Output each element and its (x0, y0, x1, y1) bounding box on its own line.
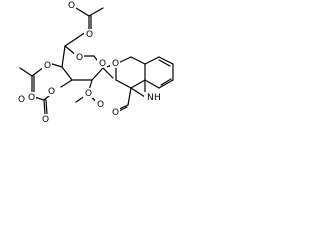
bond (127, 87, 132, 106)
atom-o-left-lower-carbonyl: O (48, 87, 55, 97)
atom-o-indole-link: O (112, 59, 119, 69)
atom-h-indole: H (154, 93, 161, 103)
top-acetyl-group (64, 7, 104, 47)
bond (160, 78, 172, 86)
bond (144, 56, 160, 65)
atom-n-indole: N (147, 93, 154, 103)
bond (43, 99, 46, 115)
bond (158, 59, 171, 67)
bond (60, 79, 73, 88)
bond (130, 87, 146, 98)
atom-o-top-left: O (68, 1, 75, 11)
bond (88, 7, 104, 17)
atom-o-center-a: O (85, 89, 92, 99)
atom-o-left-mid: O (28, 93, 35, 103)
atom-o-center-b: O (99, 59, 106, 69)
bond (158, 79, 174, 89)
molecule-drawing: O O O O O O O O O O O O O (16, 0, 174, 125)
atom-o-top-ester: O (86, 30, 93, 40)
center-ester-group (75, 63, 117, 105)
atom-o-left-upper: O (44, 61, 51, 71)
bond (130, 56, 146, 65)
bond (75, 7, 90, 17)
bond (61, 45, 66, 68)
atom-o-lower-ester: O (97, 100, 104, 110)
bond (91, 67, 104, 81)
atom-o-bottom-carbonyl: O (112, 108, 119, 118)
atom-o-ring: O (76, 53, 83, 63)
atom-o-left-lower-a: O (18, 95, 25, 105)
atom-o-left-lower-b: O (42, 115, 49, 125)
bond (144, 79, 160, 89)
bond (115, 79, 132, 89)
bond (64, 37, 78, 47)
sugar-ring (61, 45, 104, 81)
chemical-structure-figure: O O O O O O O O O O O O O (0, 0, 200, 128)
bond (158, 56, 174, 65)
bond (19, 67, 33, 77)
atom-labels: O O O O O O O O O O O O O (16, 0, 161, 125)
bond (102, 67, 114, 79)
bond (130, 79, 146, 89)
bond (45, 99, 48, 115)
bond (61, 66, 73, 81)
